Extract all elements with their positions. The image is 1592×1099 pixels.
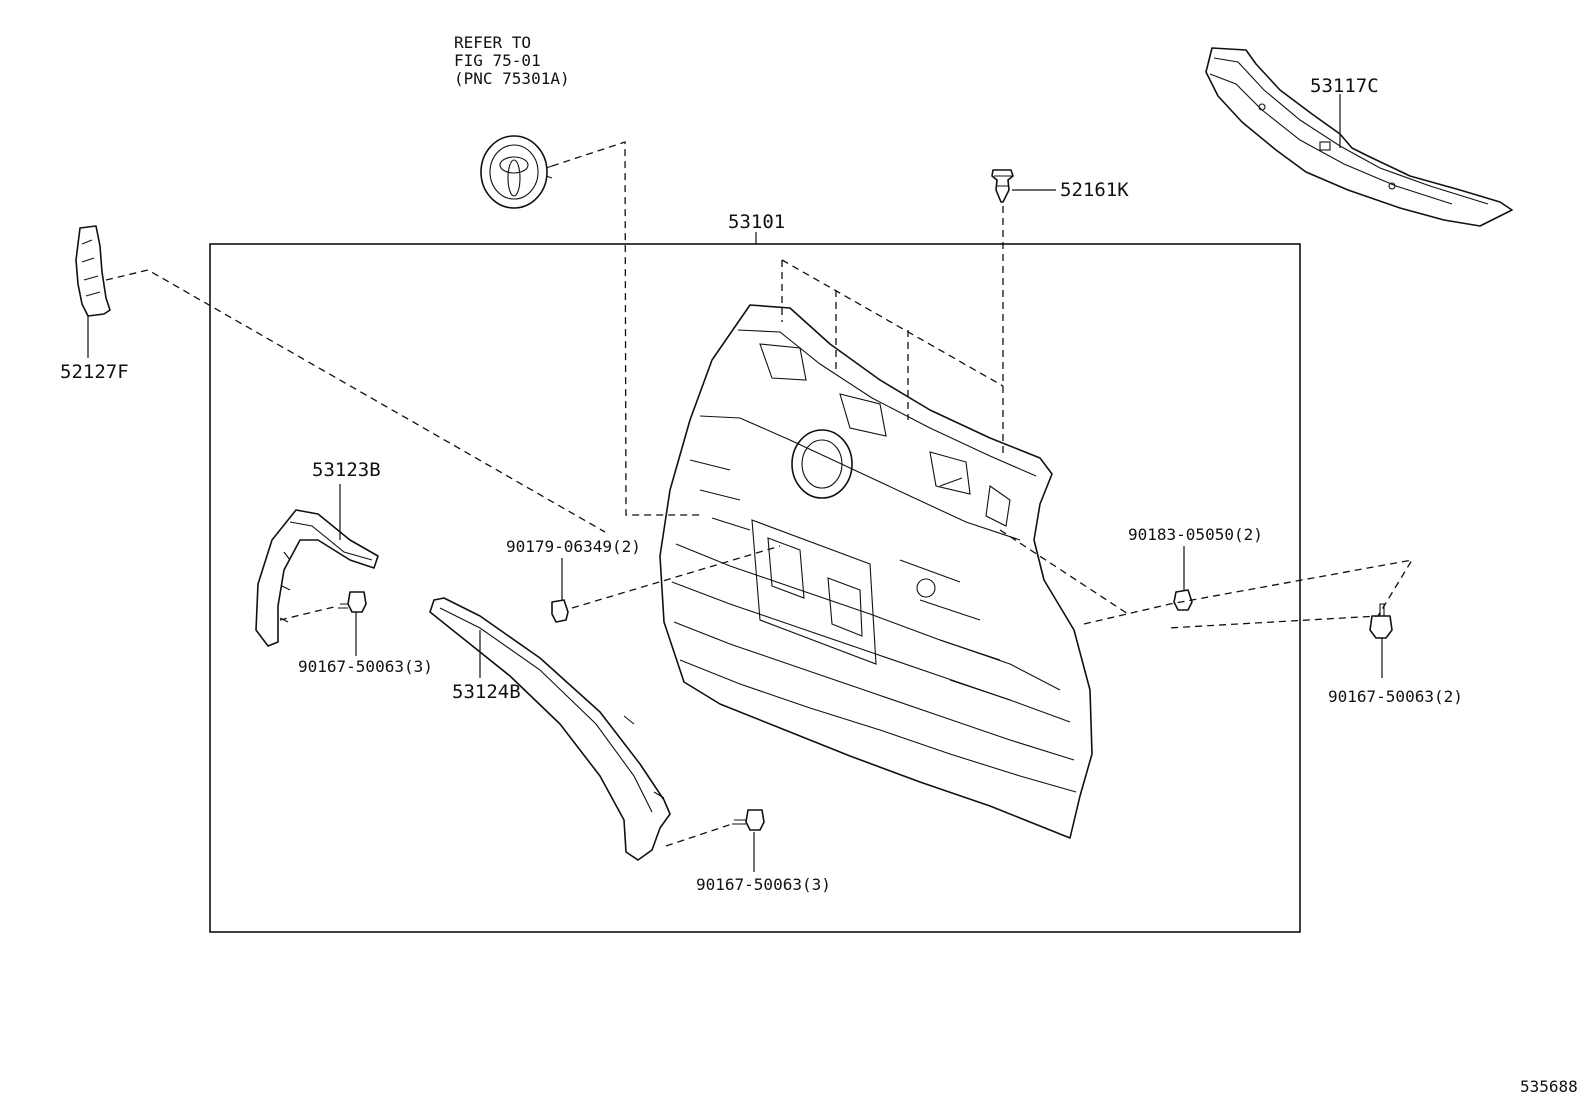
label-53123b: 53123B <box>312 459 381 481</box>
molding-53123b <box>255 509 379 647</box>
label-90167-left: 90167-50063(3) <box>298 657 433 676</box>
label-52127f: 52127F <box>60 361 129 383</box>
reference-note: REFER TO FIG 75-01 (PNC 75301A) <box>454 33 570 88</box>
radiator-grille-53101 <box>659 304 1093 839</box>
figure-id: 535688 <box>1520 1077 1578 1096</box>
nut-90179 <box>551 599 569 623</box>
clip-52161k <box>991 169 1014 203</box>
bolt-right <box>1369 603 1393 639</box>
ref-note-line-2: FIG 75-01 <box>454 51 541 70</box>
label-52161k: 52161K <box>1060 179 1129 201</box>
molding-53124b <box>429 597 671 861</box>
label-90179: 90179-06349(2) <box>506 537 641 556</box>
ref-note-line-1: REFER TO <box>454 33 531 52</box>
label-90183: 90183-05050(2) <box>1128 525 1263 544</box>
nut-90183 <box>1173 589 1193 611</box>
label-90167-right: 90167-50063(2) <box>1328 687 1463 706</box>
seal-53117c <box>1205 47 1513 227</box>
emblem-dash-line <box>551 141 700 516</box>
label-53101: 53101 <box>728 211 785 233</box>
ref-note-line-3: (PNC 75301A) <box>454 69 570 88</box>
bracket-52127f <box>75 225 111 317</box>
assembly-frame <box>209 243 1301 933</box>
nut-90179-dash-line <box>571 545 781 609</box>
bolt-left <box>338 591 367 613</box>
nut-90183-dash-lines <box>999 529 1414 629</box>
grille-top-dash-lines <box>781 259 1004 420</box>
bolt-bottom <box>732 809 765 831</box>
label-53124b: 53124B <box>452 681 521 703</box>
label-90167-bottom: 90167-50063(3) <box>696 875 831 894</box>
label-53117c: 53117C <box>1310 75 1379 97</box>
bolt-bottom-dash-line <box>665 823 733 847</box>
bolt-left-dash-line <box>279 605 339 621</box>
bracket-52127f-dash-line <box>105 269 606 533</box>
emblem-part <box>480 135 553 209</box>
